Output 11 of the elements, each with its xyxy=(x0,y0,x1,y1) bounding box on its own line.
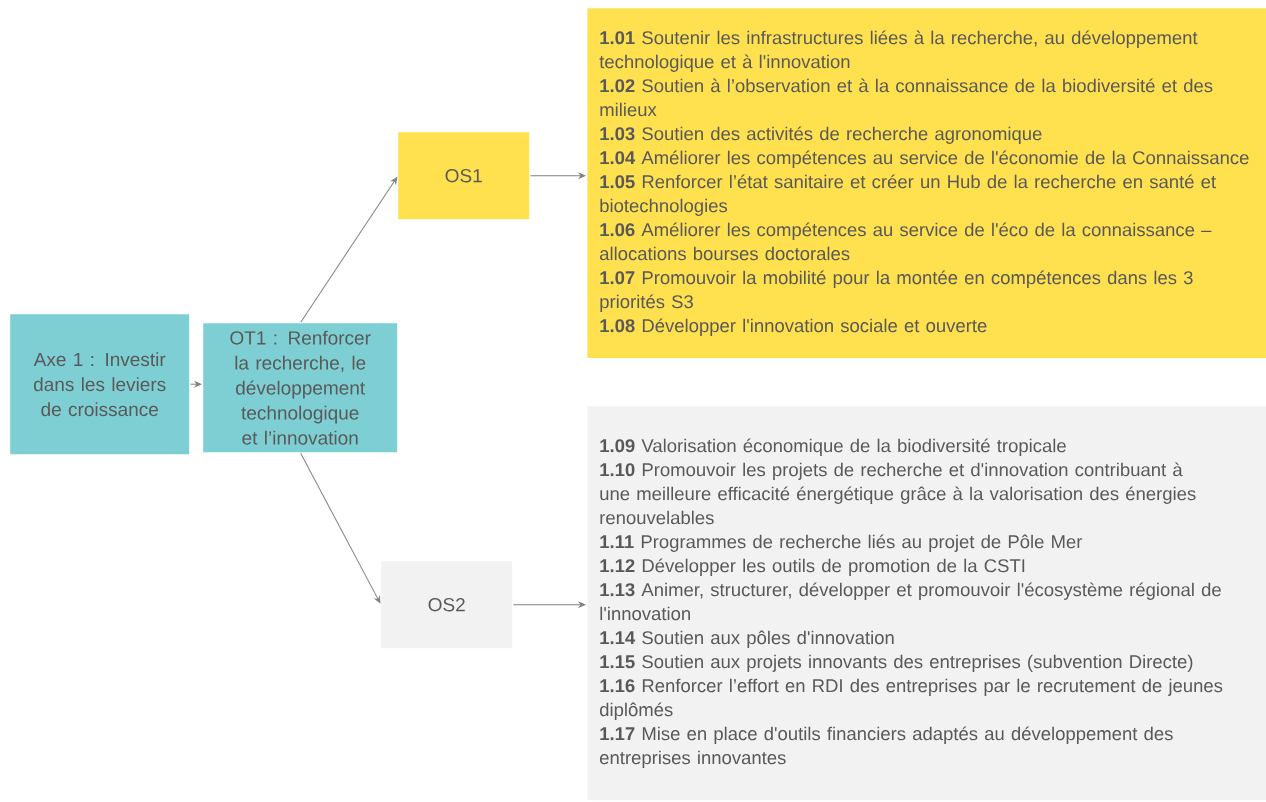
action-list-box: 1.01 Soutenir les infrastructures liées à la recherche, au développement technologique et à l'innovation 1.02 Soutien à l’observation et à la connaissance de la biodiversité et des milieux 1.03 Soutien des activités de recherche agronomique 1.04 Améliorer les compétences au service de l'économie de la Connaissance 1.05 Renforcer l’état sanitaire et créer un Hub de la recherche en santé et biotechnologies 1.06 Améliorer les compétences au service de l'éco de la connaissance – allocations bourses doctorales 1.07 Promouvoir la mobilité pour la montée en compétences dans les 3 priorités S3 1.08 Développer l'innovation sociale et ouverte xyxy=(587,8,1266,359)
os-box: OS1 xyxy=(398,132,530,220)
arrow xyxy=(529,172,586,179)
os-box: OS2 xyxy=(381,561,513,649)
arrow xyxy=(300,452,381,604)
axis-box: Axe 1 : Investir dans les leviers de croissance xyxy=(10,314,190,455)
action-list-box: 1.09 Valorisation économique de la biodiversité tropicale 1.10 Promouvoir les projets de recherche et d'innovation contribuant à une meilleure efficacité énergétique grâce à la valorisation des énergies renouvelables 1.11 Programmes de recherche liés au projet de Pôle Mer 1.12 Développer les outils de promotion de la CSTI 1.13 Animer, structurer, développer et promouvoir l'écosystème régional de l'innovation 1.14 Soutien aux pôles d'innovation 1.15 Soutien aux projets innovants des entreprises (subvention Directe) 1.16 Renforcer l’effort en RDI des entreprises par le recrutement de jeunes diplômés 1.17 Mise en place d'outils financiers adaptés au développement des entreprises innovantes xyxy=(587,406,1266,801)
objective-box: OT1 : Renforcer la recherche, le développement technologique et l’innovation xyxy=(203,323,398,453)
arrow xyxy=(300,177,398,323)
arrow xyxy=(512,601,586,608)
arrow xyxy=(189,381,202,387)
